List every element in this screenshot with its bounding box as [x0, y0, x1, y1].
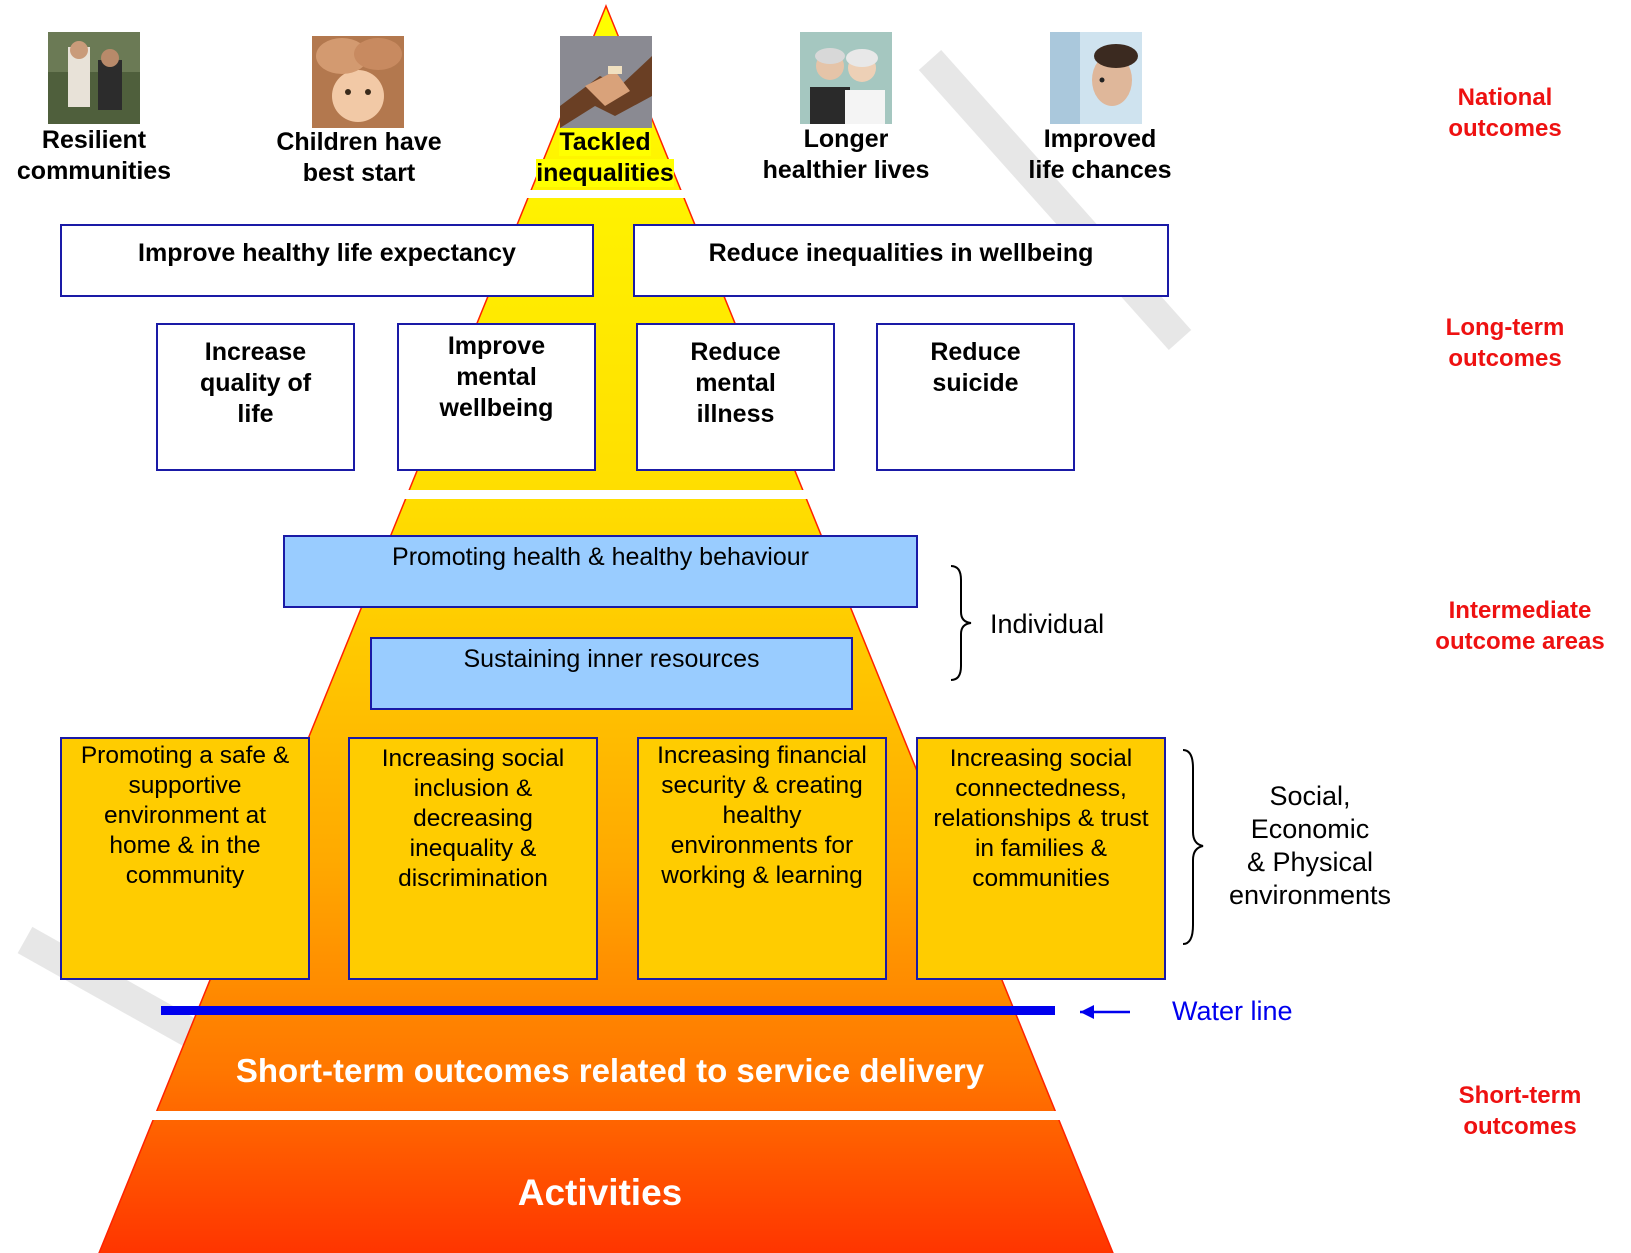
environment-outcome-box: Increasing financial security & creating… — [637, 737, 887, 980]
elderly-couple-photo — [800, 32, 892, 124]
national-outcome-label: Longer healthier lives — [762, 125, 930, 184]
separator-long-term — [380, 490, 840, 499]
child-profile-photo — [1050, 32, 1142, 124]
water-line-arrow — [1080, 1005, 1130, 1019]
environment-outcome-box: Promoting a safe & supportive environmen… — [60, 737, 310, 980]
individual-outcome-box: Promoting health & healthy behaviour — [283, 535, 918, 608]
individual-label: Individual — [990, 609, 1105, 639]
national-outcome-label: Improved life chances — [1028, 125, 1172, 184]
long-term-small-box: Improve mental wellbeing — [397, 323, 596, 471]
short-term-band-text: Short-term outcomes related to service d… — [235, 1052, 985, 1089]
environments-bracket — [1182, 749, 1204, 945]
tier-label-intermediate: Intermediate outcome areas — [1435, 597, 1605, 655]
water-line — [161, 1006, 1055, 1015]
long-term-wide-box: Improve healthy life expectancy — [60, 224, 594, 297]
environment-outcome-box: Increasing social inclusion & decreasing… — [348, 737, 598, 980]
child-photo — [312, 36, 404, 128]
long-term-small-box: Reduce suicide — [876, 323, 1075, 471]
separator-short-term — [140, 1111, 1100, 1120]
national-outcome-label: Children have best start — [276, 128, 442, 187]
environments-label: Social, Economic & Physical environments — [1228, 781, 1392, 910]
tier-label-long-term: Long-term outcomes — [1445, 314, 1565, 372]
handshake-photo — [560, 36, 652, 128]
long-term-small-box: Increase quality of life — [156, 323, 355, 471]
activities-band-text: Activities — [517, 1172, 683, 1213]
community-photo — [48, 32, 140, 124]
individual-bracket — [950, 565, 972, 681]
environment-outcome-box: Increasing social connectedness, relatio… — [916, 737, 1166, 980]
national-outcome-label: Resilient communities — [16, 126, 172, 185]
tier-label-national: National outcomes — [1448, 84, 1562, 142]
separator-national — [480, 190, 700, 198]
national-outcome-label-highlighted: Tackled inequalities — [536, 128, 674, 187]
long-term-wide-box: Reduce inequalities in wellbeing — [633, 224, 1169, 297]
individual-outcome-box: Sustaining inner resources — [370, 637, 853, 710]
tier-label-short-term: Short-term outcomes — [1458, 1082, 1582, 1140]
water-line-label: Water line — [1172, 996, 1293, 1026]
long-term-small-box: Reduce mental illness — [636, 323, 835, 471]
